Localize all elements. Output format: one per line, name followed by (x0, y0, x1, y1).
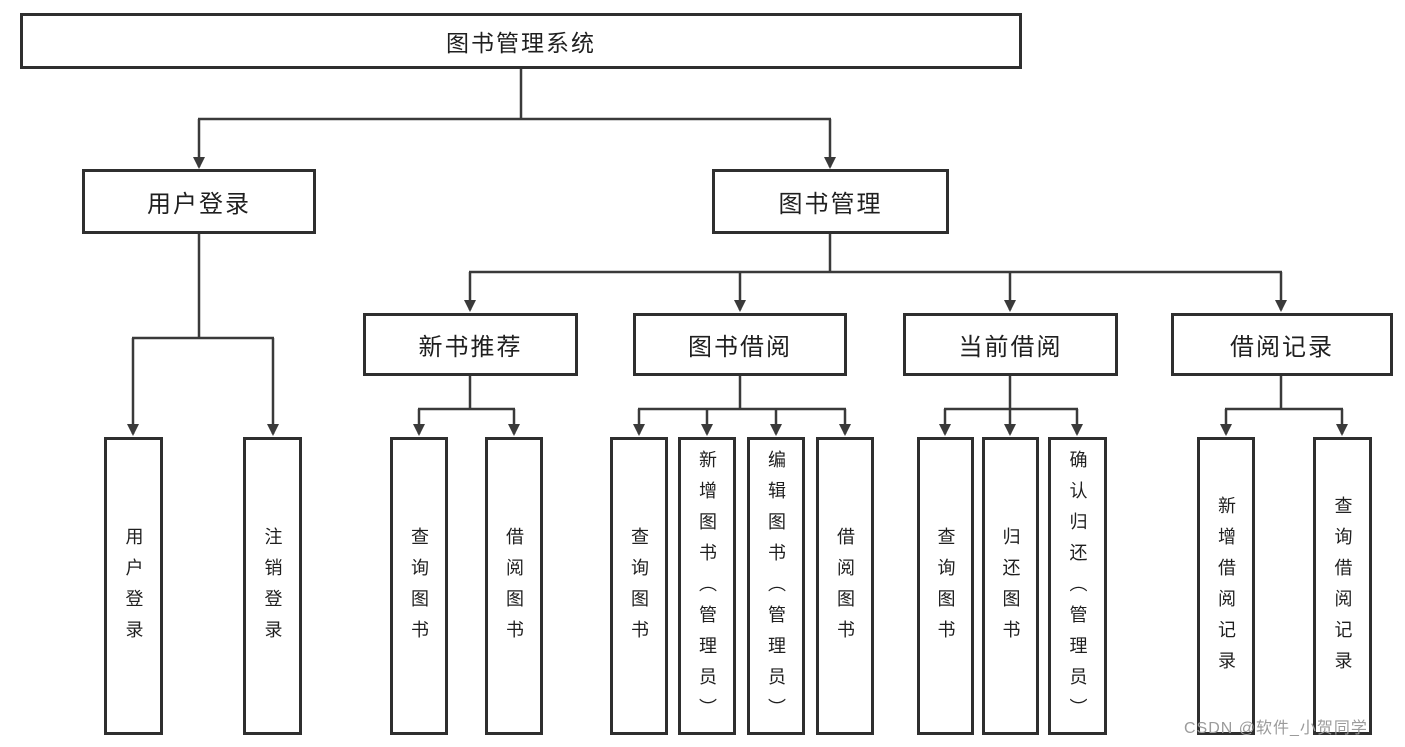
watermark: CSDN @软件_小贺同学 (1184, 720, 1368, 737)
node-label: 图书管理系统 (446, 30, 596, 56)
node-label: 查询图书 (935, 527, 956, 651)
node-label: 查询图书 (409, 527, 429, 651)
node-label: 新书推荐 (418, 334, 523, 361)
node-label: 归还图书 (1000, 527, 1021, 651)
node-label: 图书管理 (778, 191, 883, 218)
node-login-leaf: 用户登录 (104, 437, 163, 735)
node-logout-leaf: 注销登录 (243, 437, 302, 735)
node-cb-query-books: 查询图书 (917, 437, 974, 735)
node-label: 图书借阅 (688, 334, 792, 361)
node-label: 确认归还（管理员） (1067, 449, 1088, 729)
node-new-book-recommend: 新书推荐 (363, 313, 578, 376)
node-book-borrowing: 图书借阅 (633, 313, 847, 376)
node-book-management: 图书管理 (712, 169, 949, 234)
node-label: 借阅图书 (835, 527, 855, 651)
node-user-login: 用户登录 (82, 169, 316, 234)
node-nb-query-books: 查询图书 (390, 437, 448, 735)
node-label: 借阅记录 (1230, 334, 1334, 361)
node-label: 查询图书 (629, 527, 649, 651)
node-bb-query-books: 查询图书 (610, 437, 668, 735)
node-bb-add-books-admin: 新增图书（管理员） (678, 437, 736, 735)
node-br-add-record: 新增借阅记录 (1197, 437, 1255, 735)
node-borrow-records: 借阅记录 (1171, 313, 1393, 376)
node-bb-edit-books-admin: 编辑图书（管理员） (747, 437, 805, 735)
node-bb-borrow-books: 借阅图书 (816, 437, 874, 735)
node-label: 新增借阅记录 (1216, 496, 1236, 682)
node-label: 注销登录 (262, 527, 283, 651)
node-label: 借阅图书 (504, 527, 524, 651)
node-label: 用户登录 (123, 527, 144, 651)
node-label: 新增图书（管理员） (697, 449, 717, 729)
tree-branch-lines (132, 69, 1343, 411)
node-label: 编辑图书（管理员） (766, 449, 786, 729)
node-cb-confirm-return-admin: 确认归还（管理员） (1048, 437, 1107, 735)
node-label: 用户登录 (147, 191, 251, 218)
node-library-system: 图书管理系统 (20, 13, 1022, 69)
node-nb-borrow-books: 借阅图书 (485, 437, 543, 735)
node-label: 查询借阅记录 (1332, 496, 1353, 682)
node-br-query-record: 查询借阅记录 (1313, 437, 1372, 735)
node-label: 当前借阅 (958, 334, 1063, 361)
node-cb-return-books: 归还图书 (982, 437, 1039, 735)
node-current-borrowing: 当前借阅 (903, 313, 1118, 376)
